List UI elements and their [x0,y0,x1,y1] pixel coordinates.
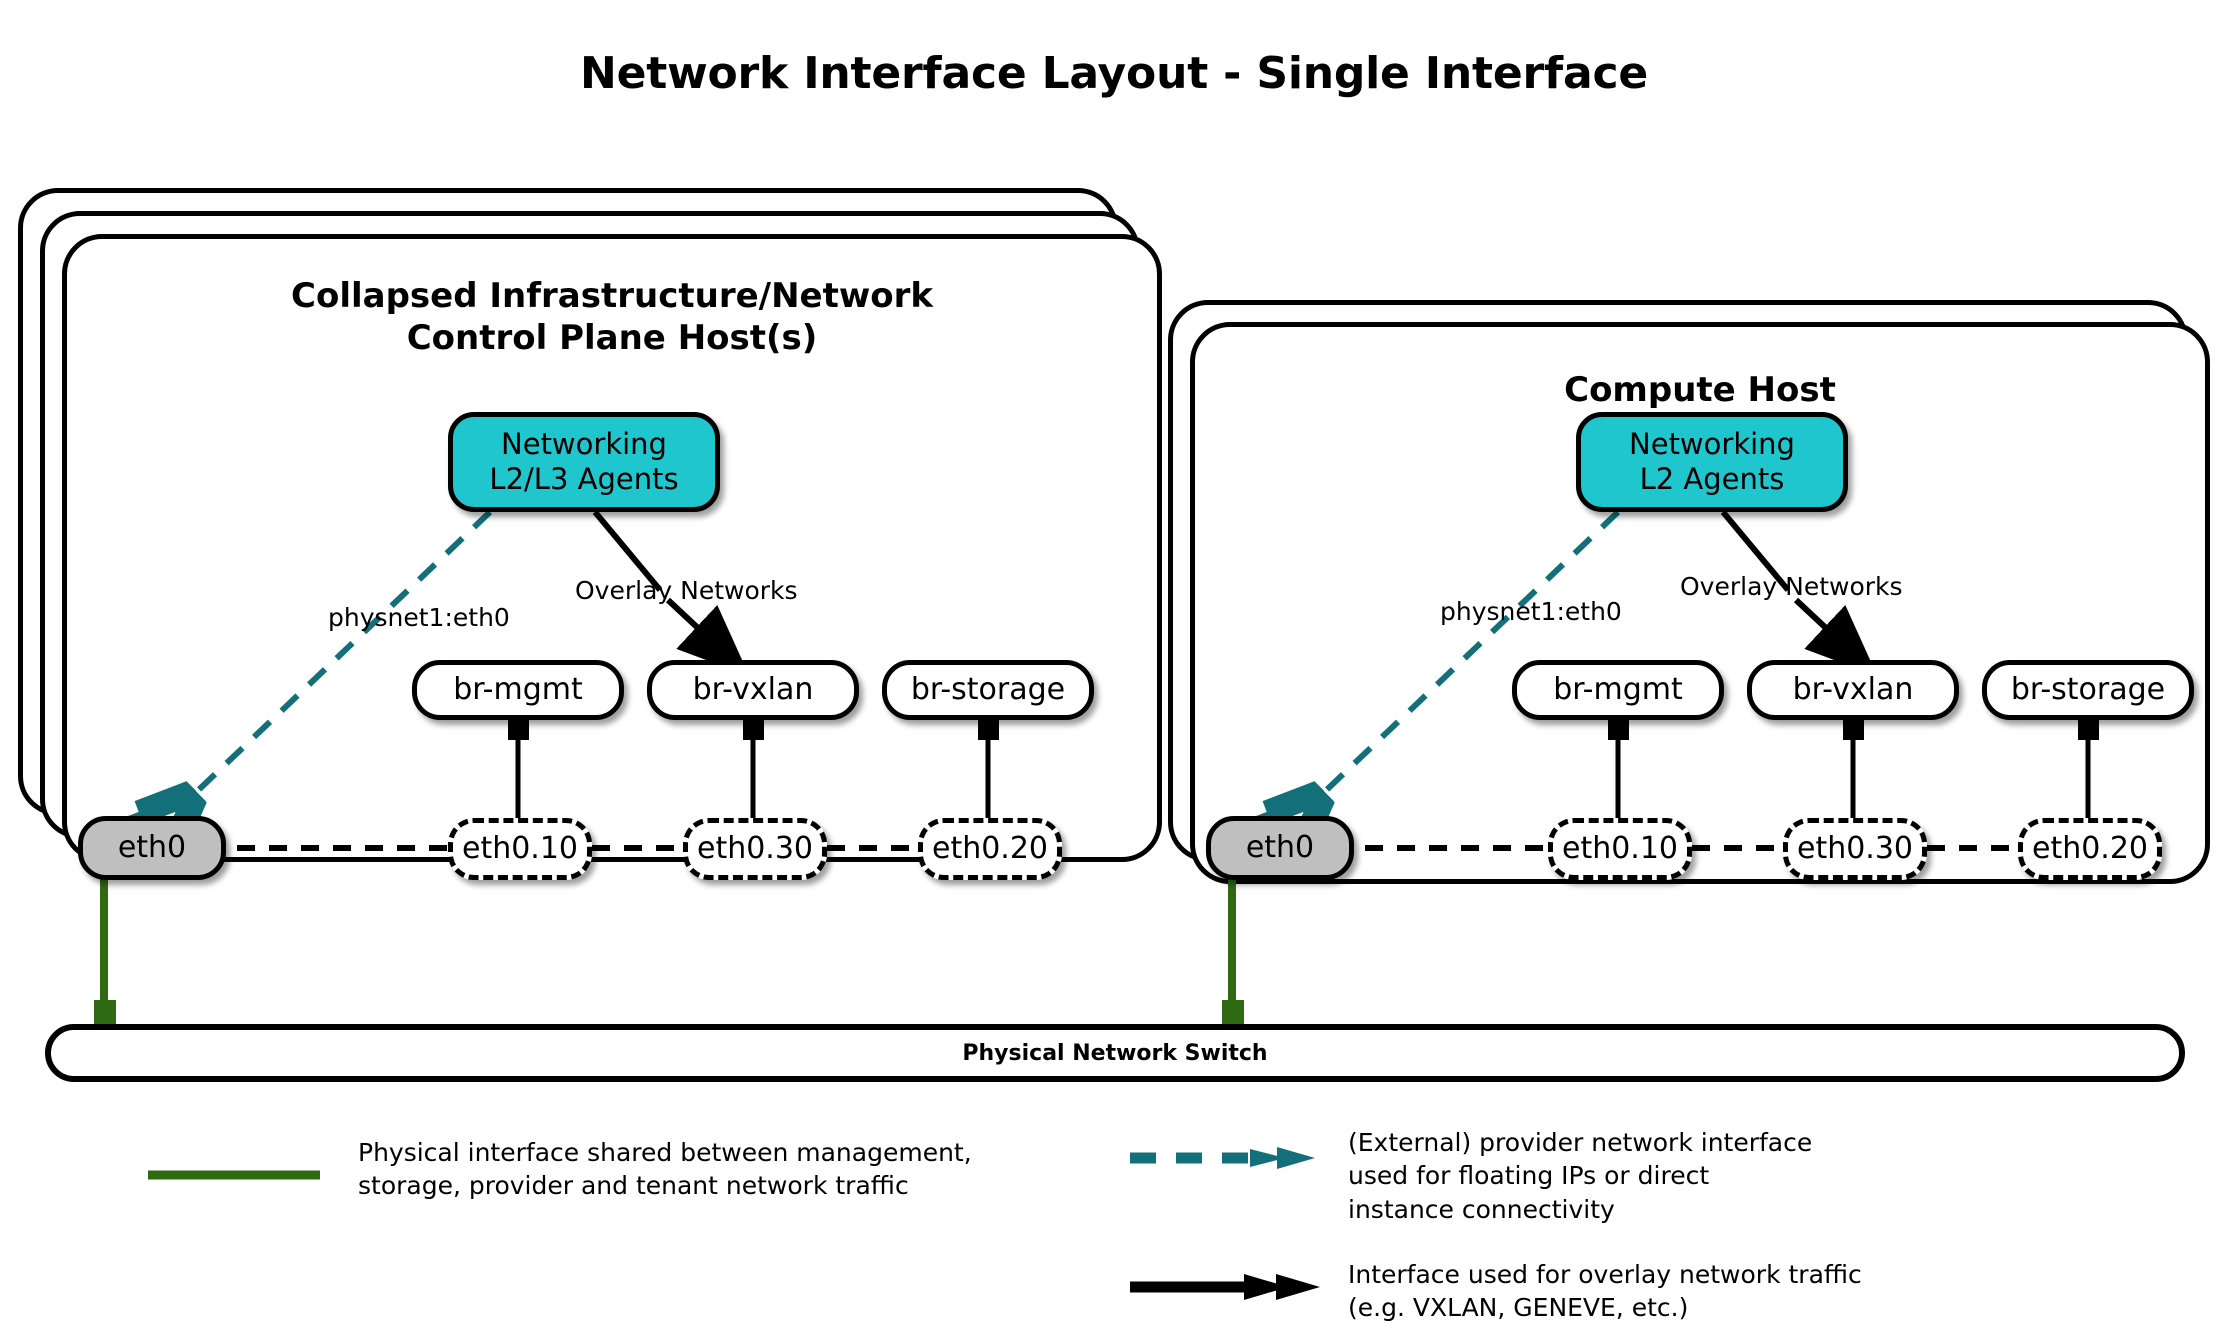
provider-label-compute: physnet1:eth0 [1440,597,1622,626]
bridge-label: br-vxlan [1792,672,1914,707]
bridge-label: br-storage [910,672,1066,707]
legend-overlay-text: Interface used for overlay network traff… [1348,1260,1862,1323]
compute-host-card: Compute Host [1190,322,2210,884]
compute-host-title-line1: Compute Host [1564,370,1836,410]
page-title: Network Interface Layout - Single Interf… [579,48,1648,99]
legend-provider-text: (External) provider network interface us… [1348,1128,1813,1224]
vlan-label: eth0.10 [1561,831,1679,866]
legend-overlay-arrow2-icon [1276,1274,1320,1300]
vlan-label: eth0.20 [931,831,1049,866]
physical-network-switch-label: Physical Network Switch [962,1040,1268,1066]
bridge-label: br-mgmt [453,672,583,707]
networking-agents-node-control-plane[interactable]: Networking L2/L3 Agents [448,412,720,512]
control-plane-host-card: Collapsed Infrastructure/Network Control… [62,234,1162,862]
agents-label-line1: Networking [1629,427,1795,462]
networking-agents-node-compute[interactable]: Networking L2 Agents [1576,412,1848,512]
legend-provider-arrow2-icon [1277,1147,1315,1169]
bridge-node-br-mgmt-control-plane[interactable]: br-mgmt [412,660,624,720]
vlan-node-eth0-30-control-plane[interactable]: eth0.30 [683,818,827,880]
vlan-node-eth0-30-compute[interactable]: eth0.30 [1783,818,1927,880]
bridge-node-br-storage-control-plane[interactable]: br-storage [882,660,1094,720]
compute-host-title: Compute Host [1195,369,2205,411]
bridge-node-br-mgmt-compute[interactable]: br-mgmt [1512,660,1724,720]
control-plane-host-title-line2: Control Plane Host(s) [406,318,818,359]
vlan-label: eth0.10 [461,831,579,866]
control-plane-host-title: Collapsed Infrastructure/Network Control… [67,275,1157,359]
bridge-node-br-storage-compute[interactable]: br-storage [1982,660,2194,720]
overlay-label-control-plane: Overlay Networks [575,576,798,605]
legend-provider-arrow-icon [1250,1149,1285,1167]
agents-label-line2: L2/L3 Agents [489,462,679,496]
physical-network-switch[interactable]: Physical Network Switch [45,1024,2185,1082]
vlan-node-eth0-20-control-plane[interactable]: eth0.20 [918,818,1062,880]
bridge-label: br-storage [2010,672,2166,707]
legend-physical-text: Physical interface shared between manage… [358,1138,972,1201]
vlan-node-eth0-20-compute[interactable]: eth0.20 [2018,818,2162,880]
vlan-label: eth0.20 [2031,831,2149,866]
overlay-label-compute: Overlay Networks [1680,572,1903,601]
bridge-label: br-mgmt [1553,672,1683,707]
vlan-label: eth0.30 [1796,831,1914,866]
bridge-node-br-vxlan-compute[interactable]: br-vxlan [1747,660,1959,720]
control-plane-host-title-line1: Collapsed Infrastructure/Network [291,276,933,316]
agents-label-line1: Networking [501,427,667,462]
vlan-node-eth0-10-control-plane[interactable]: eth0.10 [448,818,592,880]
vlan-label: eth0.30 [696,831,814,866]
vlan-node-eth0-10-compute[interactable]: eth0.10 [1548,818,1692,880]
bridge-label: br-vxlan [692,672,814,707]
agents-label-line2: L2 Agents [1639,462,1785,496]
eth0-label: eth0 [117,830,187,865]
provider-label-control-plane: physnet1:eth0 [328,603,510,632]
legend-overlay-arrow-icon [1244,1274,1288,1300]
bridge-node-br-vxlan-control-plane[interactable]: br-vxlan [647,660,859,720]
physical-interface-node-compute[interactable]: eth0 [1206,816,1354,880]
eth0-label: eth0 [1245,830,1315,865]
physical-interface-node-control-plane[interactable]: eth0 [78,816,226,880]
